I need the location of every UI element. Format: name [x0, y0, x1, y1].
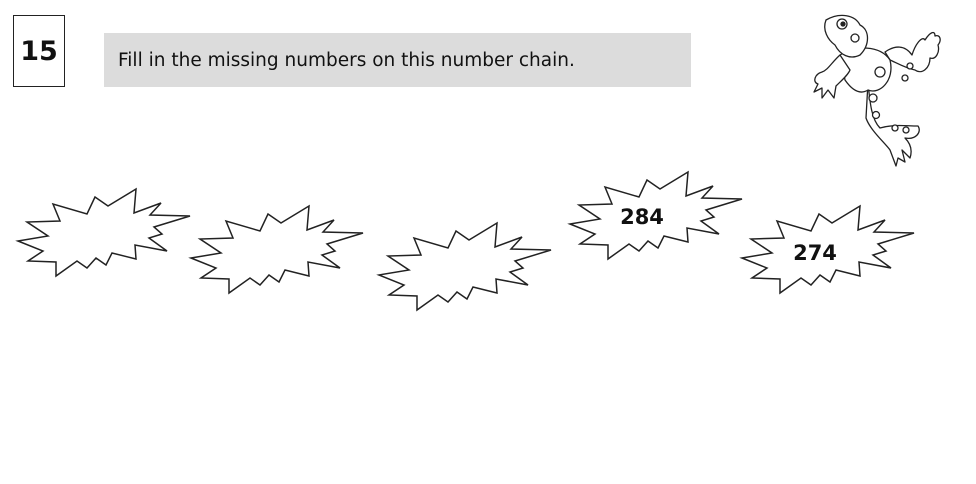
question-number: 15 — [13, 15, 65, 87]
instruction-banner: Fill in the missing numbers on this numb… — [104, 33, 691, 87]
chain-star-2[interactable] — [190, 205, 364, 294]
chain-star-5[interactable]: 274 — [741, 205, 915, 294]
chain-star-3[interactable] — [378, 222, 552, 311]
chain-star-1[interactable] — [17, 188, 191, 277]
frog-illustration — [813, 14, 941, 167]
chain-star-4-value: 284 — [620, 205, 664, 229]
chain-star-4[interactable]: 284 — [569, 171, 743, 260]
chain-star-5-value: 274 — [793, 241, 837, 265]
instruction-text: Fill in the missing numbers on this numb… — [118, 49, 575, 71]
